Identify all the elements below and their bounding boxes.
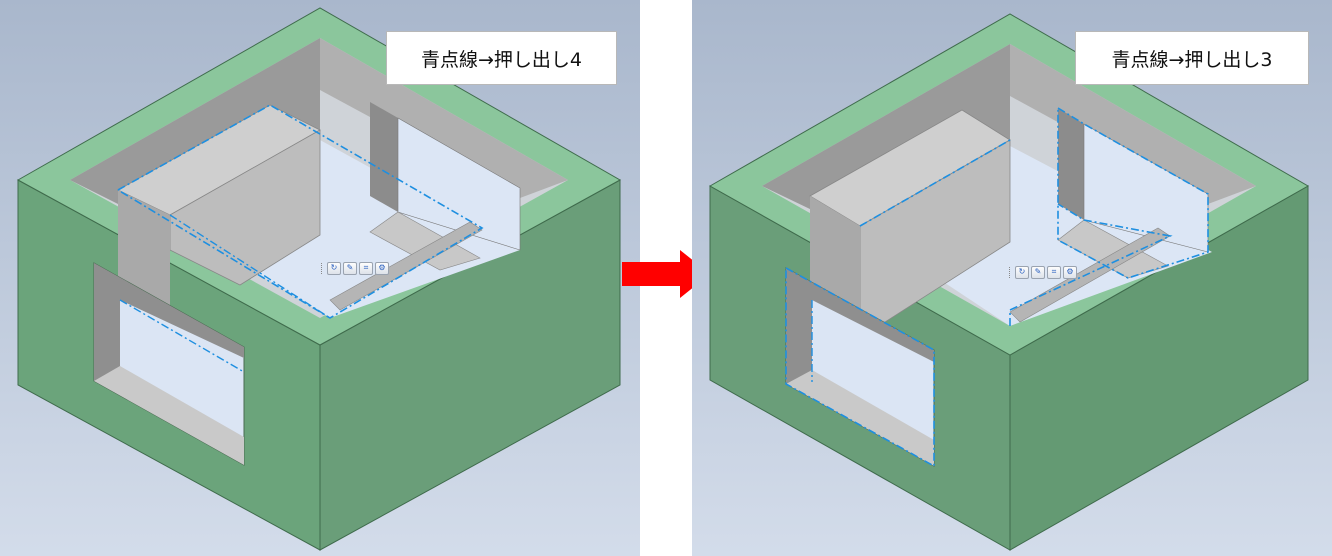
toolbar-grip-icon[interactable] [1009,266,1013,278]
right-back-right-wall [1010,44,1256,204]
sketch-icon[interactable]: ✎ [343,261,357,275]
toolbar-grip-icon[interactable] [321,262,325,274]
right-selection-dashed-floor [1009,203,1173,326]
left-callout-label: 青点線→押し出し4 [386,31,617,85]
edit-sketch-icon[interactable]: ⌗ [1047,265,1061,279]
left-mini-toolbar[interactable]: ↻ ✎ ⌗ ⚙ [321,261,389,275]
left-selection-dashed-front [119,299,245,373]
edit-sketch-icon[interactable]: ⌗ [359,261,373,275]
left-3d-viewport[interactable]: 青点線→押し出し4 [0,0,640,556]
right-back-window-frame [1058,108,1084,220]
right-callout-label: 青点線→押し出し3 [1075,31,1309,85]
left-model[interactable] [0,0,640,556]
edit-feature-icon[interactable]: ⚙ [375,261,389,275]
left-front-window-sill [94,366,244,465]
right-selection-dashed-back-window [1057,107,1209,279]
right-front-window-sill [786,370,934,466]
left-selection-dashed-outline [117,104,484,319]
left-back-window [397,117,521,251]
left-front-window-inner-top [94,263,244,381]
right-selection-dashed-front-window [785,267,935,468]
right-3d-viewport[interactable]: 青点線→押し出し3 [692,0,1332,556]
left-back-window-frame [370,102,398,212]
left-back-right-wall [320,38,568,198]
edit-feature-icon[interactable]: ⚙ [1063,265,1077,279]
red-right-arrow-icon [622,250,710,298]
left-ledge [329,221,483,311]
rotate-icon[interactable]: ↻ [327,261,341,275]
right-front-window-inner-top [786,268,934,384]
sketch-icon[interactable]: ✎ [1031,265,1045,279]
right-selection-dashed-block [859,139,1011,227]
right-model[interactable] [692,0,1332,556]
rotate-icon[interactable]: ↻ [1015,265,1029,279]
right-mini-toolbar[interactable]: ↻ ✎ ⌗ ⚙ [1009,265,1077,279]
